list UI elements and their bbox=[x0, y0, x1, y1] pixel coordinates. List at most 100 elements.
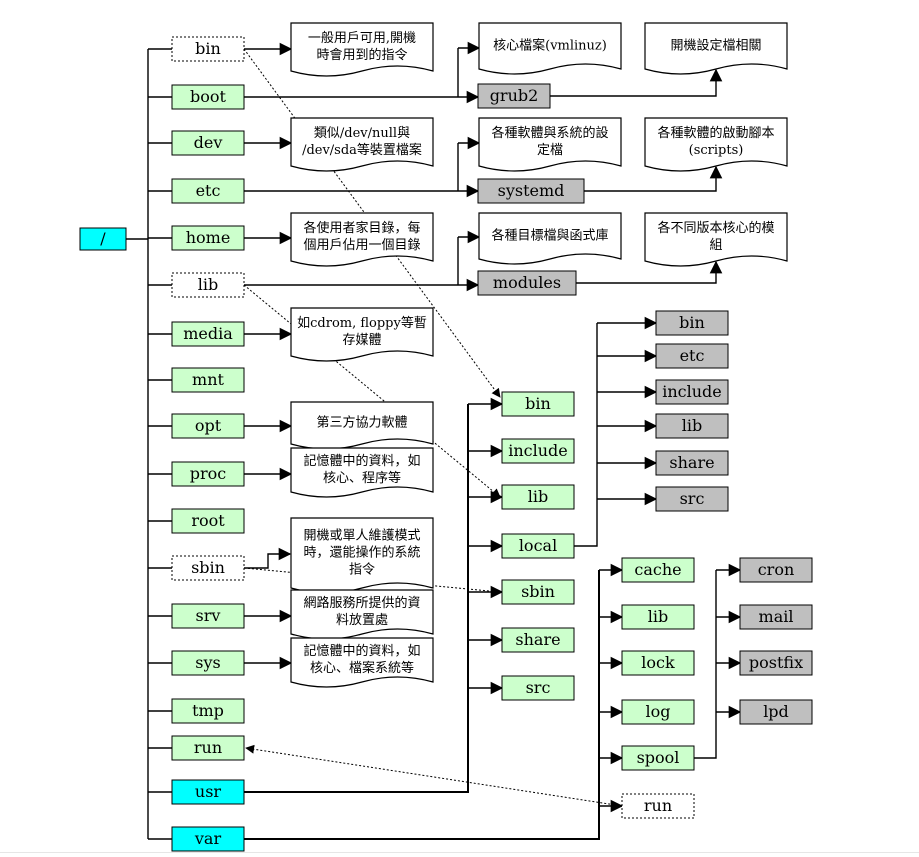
node-label: src bbox=[680, 489, 705, 508]
node-label: var bbox=[194, 829, 222, 848]
node-home: home bbox=[171, 225, 245, 251]
bottom-rule bbox=[0, 852, 919, 853]
node-root-dir: root bbox=[171, 508, 245, 534]
node-label: lpd bbox=[763, 702, 789, 721]
node-label: lib bbox=[648, 607, 668, 626]
node-bin: bin bbox=[171, 36, 245, 62]
node-label: src bbox=[526, 678, 551, 697]
symlink-lib-to-usr-lib bbox=[243, 284, 501, 498]
note-sys: 記憶體中的資料，如核心、檔案系統等 bbox=[290, 637, 434, 688]
node-label: share bbox=[515, 630, 560, 649]
note-line: 定檔 bbox=[537, 143, 563, 158]
node-label: cache bbox=[634, 560, 681, 579]
edge-spool-trunk bbox=[694, 570, 717, 759]
node-var-lock: lock bbox=[621, 650, 695, 676]
node-label: run bbox=[194, 738, 222, 757]
node-label: bin bbox=[525, 394, 551, 413]
node-usr-src: src bbox=[501, 675, 575, 701]
note-line: 開機設定檔相關 bbox=[670, 38, 761, 54]
node-var: var bbox=[171, 826, 245, 852]
node-etc: etc bbox=[171, 178, 245, 204]
node-usr-sbin: sbin bbox=[501, 579, 575, 605]
note-line: (scripts) bbox=[689, 143, 744, 158]
note-line: 核心、檔案系統等 bbox=[310, 660, 414, 676]
node-srv: srv bbox=[171, 603, 245, 629]
edge-modules-to-note bbox=[576, 260, 723, 284]
node-label: sbin bbox=[521, 582, 555, 601]
node-label: proc bbox=[190, 464, 227, 483]
node-systemd: systemd bbox=[477, 178, 585, 204]
node-usr: usr bbox=[171, 779, 245, 805]
edge-var-trunk bbox=[244, 570, 600, 840]
node-dev: dev bbox=[171, 130, 245, 156]
note-line: 料放置處 bbox=[336, 613, 388, 628]
node-usr-local: local bbox=[501, 533, 575, 559]
note-line: 存媒體 bbox=[342, 333, 381, 348]
node-label: boot bbox=[190, 87, 227, 106]
note-line: 指令 bbox=[349, 563, 375, 578]
node-lib: lib bbox=[171, 272, 245, 298]
node-label: run bbox=[644, 796, 672, 815]
note-kernel: 核心檔案(vmlinuz) bbox=[478, 22, 622, 75]
node-run: run bbox=[171, 735, 245, 761]
node-boot: boot bbox=[171, 84, 245, 110]
edge-grub2-to-bootcfg bbox=[550, 68, 723, 97]
node-media: media bbox=[171, 321, 245, 347]
edge-local-trunk bbox=[574, 323, 598, 547]
node-var-log: log bbox=[621, 699, 695, 725]
node-usr-share: share bbox=[501, 627, 575, 653]
note-line: 第三方協力軟體 bbox=[316, 415, 407, 431]
node-label: lock bbox=[641, 653, 675, 672]
note-opt: 第三方協力軟體 bbox=[290, 401, 434, 450]
node-label: bin bbox=[679, 313, 705, 332]
edge-usr-trunk bbox=[244, 404, 469, 793]
note-line: 各使用者家目錄，每 bbox=[303, 220, 420, 236]
node-var-spool: spool bbox=[621, 745, 695, 771]
node-label: srv bbox=[196, 606, 221, 625]
note-proc: 記憶體中的資料，如核心、程序等 bbox=[290, 447, 434, 498]
node-var-cache: cache bbox=[621, 557, 695, 583]
node-label: sbin bbox=[191, 558, 225, 577]
note-dev: 類似/dev/null與/dev/sda等裝置檔案 bbox=[290, 117, 434, 172]
note-line: 一般用戶可用,開機 bbox=[308, 30, 416, 46]
node-label: local bbox=[519, 536, 557, 555]
node-label: / bbox=[100, 229, 106, 248]
node-label: spool bbox=[637, 748, 680, 767]
node-label: include bbox=[508, 441, 568, 460]
node-sys: sys bbox=[171, 650, 245, 676]
node-label: grub2 bbox=[490, 86, 539, 105]
note-scripts: 各種軟體的啟動腳本(scripts) bbox=[644, 117, 788, 172]
node-spool-postfix: postfix bbox=[739, 650, 813, 676]
node-mnt: mnt bbox=[171, 367, 245, 393]
node-usr-bin: bin bbox=[501, 391, 575, 417]
node-sbin: sbin bbox=[171, 555, 245, 581]
note-line: 類似/dev/null與 bbox=[314, 126, 410, 141]
note-line: 記憶體中的資料，如 bbox=[303, 453, 420, 469]
node-label: root bbox=[191, 511, 225, 530]
note-boot-config: 開機設定檔相關 bbox=[644, 22, 788, 75]
node-local-share: share bbox=[655, 450, 729, 476]
node-label: modules bbox=[493, 273, 561, 292]
node-label: tmp bbox=[192, 701, 224, 720]
node-label: systemd bbox=[498, 181, 565, 200]
node-label: lib bbox=[198, 275, 218, 294]
node-label: postfix bbox=[749, 653, 803, 672]
node-proc: proc bbox=[171, 461, 245, 487]
note-line: /dev/sda等裝置檔案 bbox=[302, 142, 422, 158]
node-grub2: grub2 bbox=[477, 83, 551, 109]
node-local-lib: lib bbox=[655, 413, 729, 439]
note-line: 記憶體中的資料，如 bbox=[303, 643, 420, 659]
note-line: 個用戶佔用一個目錄 bbox=[303, 238, 420, 253]
note-line: 核心檔案(vmlinuz) bbox=[493, 39, 607, 54]
node-label: cron bbox=[758, 560, 795, 579]
note-line: 開機或單人維護模式 bbox=[303, 528, 420, 544]
note-line: 各不同版本核心的模 bbox=[657, 220, 774, 236]
node-label: bin bbox=[195, 39, 221, 58]
node-opt: opt bbox=[171, 413, 245, 439]
